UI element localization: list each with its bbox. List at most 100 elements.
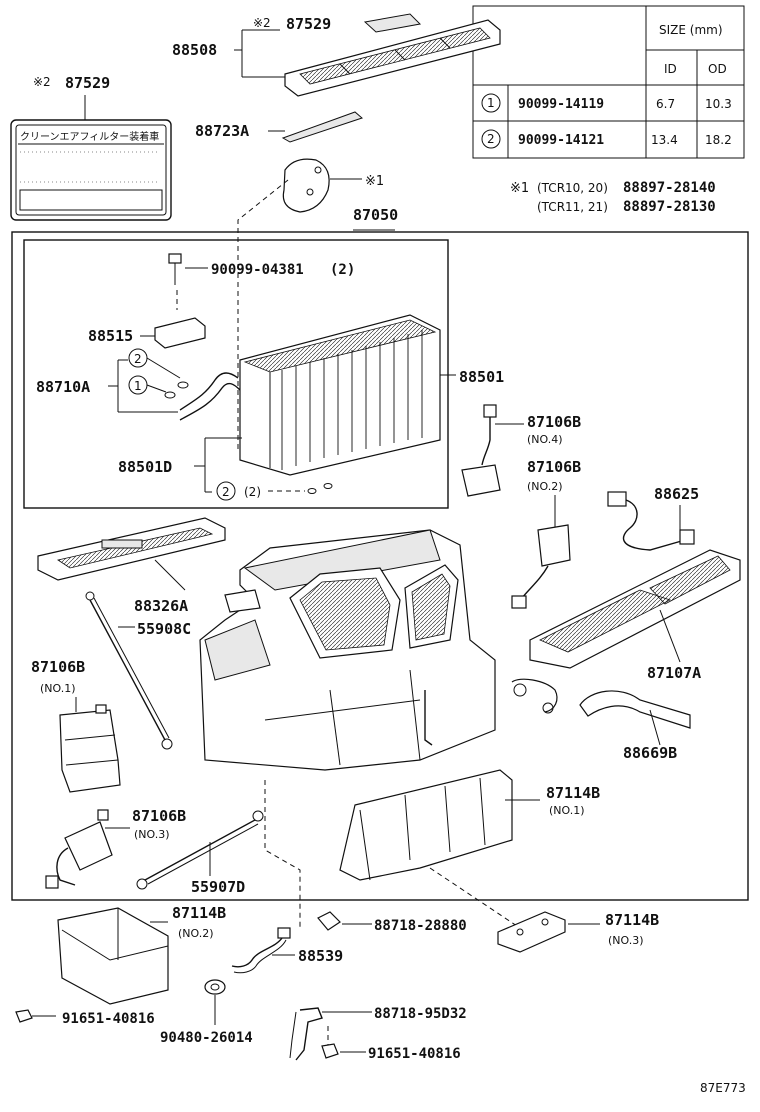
callout-2b: [216, 481, 236, 501]
harness-connector: [607, 491, 627, 507]
part-88710a: 88710A: [36, 378, 90, 396]
seal-strip: [281, 111, 363, 143]
unit-frame-87050: 87050: [11, 206, 749, 901]
part-90099-04381: 90099-04381: [211, 262, 304, 278]
heater-pipe: [579, 690, 691, 729]
figure-id: 87E773: [700, 1081, 746, 1095]
sensor-no1-group: 87106B (NO.1): [31, 658, 121, 793]
sub-no2: (NO.2): [527, 480, 563, 493]
part-88718-95d32: 88718-95D32: [374, 1006, 467, 1022]
part-91651-40816-a: 91651-40816: [62, 1011, 155, 1027]
part-88539: 88539: [298, 947, 343, 965]
x2-mark-top: ※2: [253, 16, 271, 30]
duct-no1: [339, 769, 513, 881]
part-88718-28880: 88718-28880: [374, 918, 467, 934]
part-55907d: 55907D: [191, 878, 245, 896]
control-rod-55908c: [89, 599, 166, 741]
note-cond-2: (TCR11, 21): [537, 200, 608, 214]
sub-114-no1: (NO.1): [549, 804, 585, 817]
gasket: [282, 158, 330, 213]
sub-no1: (NO.1): [40, 682, 76, 695]
callout-circle-2: [481, 129, 501, 149]
wire-harness: [622, 499, 686, 551]
part-90480-26014: 90480-26014: [160, 1030, 253, 1046]
part-87050: 87050: [353, 206, 398, 224]
grommet: [204, 979, 226, 995]
unit-frame: [11, 231, 749, 901]
part-88501d-qty: (2): [244, 485, 261, 499]
note-cond-1: (TCR10, 20): [537, 181, 608, 195]
duct-no3: [497, 911, 566, 953]
sensor-no2-group: 87106B (NO.2): [511, 458, 581, 609]
part-88625: 88625: [654, 485, 699, 503]
part-87107a: 87107A: [647, 664, 701, 682]
part-87114b-no3: 87114B: [605, 911, 659, 929]
label-card-title: クリーンエアフィルター装着車: [20, 130, 159, 143]
filter-label-card: [10, 119, 172, 221]
part-88515: 88515: [88, 327, 133, 345]
drain-hose: [231, 937, 283, 968]
part-87106b-no3: 87106B: [132, 807, 186, 825]
sub-no4: (NO.4): [527, 433, 563, 446]
part-87106b-no2: 87106B: [527, 458, 581, 476]
filter-group: ※2 87529 88508 88723A ※1: [172, 13, 501, 450]
duct-no1-group: 87114B (NO.1): [339, 769, 600, 929]
duct-no2-group: 87114B (NO.2): [57, 904, 226, 1005]
sensor-no4-group: 87106B (NO.4): [461, 404, 581, 497]
part-88508: 88508: [172, 41, 217, 59]
part-88501d: 88501D: [118, 458, 172, 476]
evap-pipe: [179, 372, 239, 411]
intake-duct: [204, 619, 271, 681]
svg-text:1: 1: [134, 379, 142, 393]
bolt-91651-a: [15, 1009, 33, 1023]
size-row2-part: 90099-14121: [518, 133, 604, 148]
x2-mark-label: ※2: [33, 75, 51, 89]
servo-no1: [59, 709, 121, 793]
svg-text:2: 2: [134, 352, 142, 366]
label-card-group: ※2 87529 クリーンエアフィルター装着車: [10, 74, 172, 221]
rod-55907d-group: 55907D: [136, 780, 301, 930]
part-87106b-no1: 87106B: [31, 658, 85, 676]
note-part-1: 88897-28140: [623, 180, 716, 196]
size-row1-part: 90099-14119: [518, 97, 604, 112]
part-87529-label: 87529: [65, 74, 110, 92]
size-table-col-od: OD: [708, 62, 727, 76]
part-91651-40816-b: 91651-40816: [368, 1046, 461, 1062]
part-88669b: 88669B: [623, 744, 677, 762]
expansion-valve-block: [154, 317, 206, 349]
size-row2-key: 2: [487, 132, 495, 146]
size-row1-id: 6.7: [656, 97, 675, 111]
connector-no4: [483, 404, 497, 418]
part-88326a: 88326A: [134, 597, 188, 615]
bottom-parts-group: 88718-28880 87114B (NO.3) 88539 90480-26…: [15, 911, 659, 1062]
callout-circle-1: [481, 93, 501, 113]
bolt-91651-b: [321, 1043, 339, 1059]
size-row2-id: 13.4: [651, 133, 678, 147]
part-87106b-no4: 87106B: [527, 413, 581, 431]
evaporator-group: 90099-04381 (2) 88515 88710A 2 1: [36, 253, 504, 501]
sensor-no3-group: 87106B (NO.3): [45, 807, 186, 889]
sub-114-no3: (NO.3): [608, 934, 644, 947]
unit-housing: [199, 529, 496, 771]
control-rod-55907d: [144, 819, 256, 881]
pipe-group: 88669B: [511, 678, 691, 762]
size-row2-od: 18.2: [705, 133, 732, 147]
part-88501: 88501: [459, 368, 504, 386]
servo-no2: [537, 524, 571, 567]
part-87529-top: 87529: [286, 15, 331, 33]
x1-mark: ※1: [365, 174, 384, 189]
sub-no3: (NO.3): [134, 828, 170, 841]
size-table-col-id: ID: [664, 62, 677, 76]
bolt-head: [168, 253, 182, 264]
part-87114b-no2: 87114B: [172, 904, 226, 922]
size-table: SIZE (mm) ID OD 1 90099-14119 6.7 10.3 2…: [472, 5, 745, 159]
part-88723a: 88723A: [195, 122, 249, 140]
evaporator-subframe: [23, 239, 449, 509]
note-part-2: 88897-28130: [623, 199, 716, 215]
note-mark: ※1: [510, 181, 529, 196]
part-87114b-no1: 87114B: [546, 784, 600, 802]
applicability-notes: ※1 (TCR10, 20) 88897-28140 (TCR11, 21) 8…: [510, 180, 716, 215]
part-90099-04381-qty: (2): [330, 262, 355, 278]
clip-88718-28880: [317, 911, 341, 931]
